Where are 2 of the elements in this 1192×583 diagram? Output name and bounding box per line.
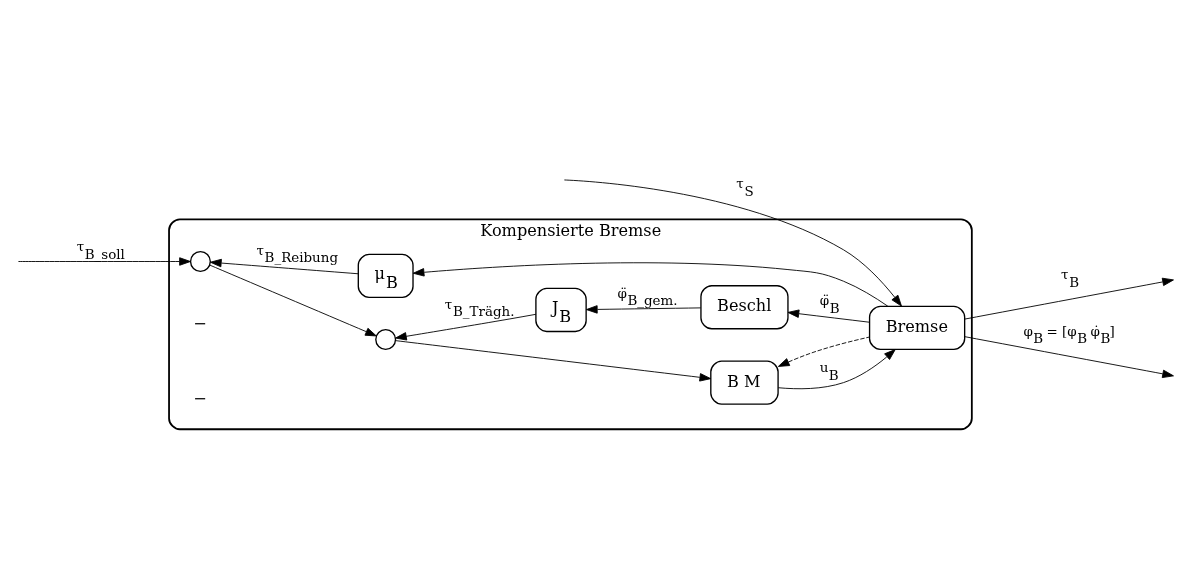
label: − — [193, 313, 207, 333]
label: − — [193, 388, 207, 408]
